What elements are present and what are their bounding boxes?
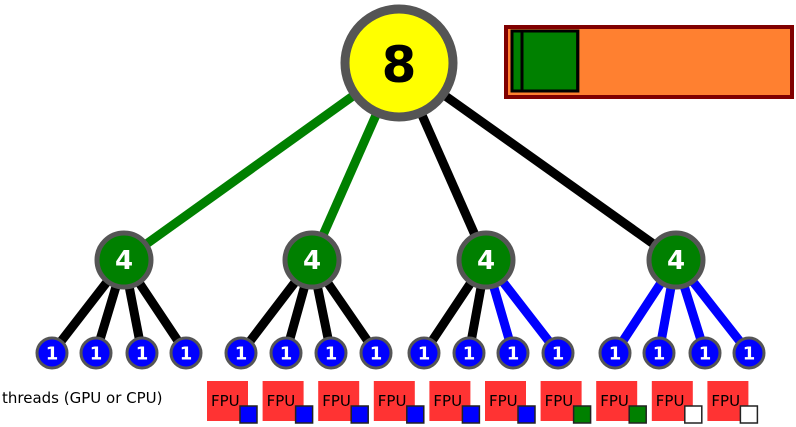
tree-nodes: 8 4 4 4 4 1 1 1 1 1 1 1 1 1 1 1 1 1 1 1 1 [35,4,766,370]
fpu-status-square [294,405,314,424]
leaf-node-label: 1 [743,344,756,365]
fpu-status-square [461,405,481,424]
leaf-node [642,336,676,370]
fpu-label: FPU [267,392,296,410]
fpu-unit: FPU [707,381,759,424]
leaf-node [359,336,393,370]
fpu-unit: FPU [596,381,647,424]
mid-node-label: 4 [115,246,133,276]
fpu-status-square [406,405,425,424]
fpu-unit: FPU [540,381,592,424]
fpu-row: FPU FPU FPU FPU FPU FPU FPU FPU FPU FPU [207,381,759,424]
fpu-label: FPU [656,392,685,410]
leaf-node-label: 1 [653,344,666,365]
leaf-node-label: 1 [552,344,565,365]
mid-node-4 [646,230,706,290]
fpu-label: FPU [545,392,574,410]
fpu-status-square [628,405,647,424]
leaf-node-label: 1 [609,344,622,365]
fpu-label: FPU [489,392,518,410]
leaf-node [496,336,530,370]
fpu-label: FPU [211,392,240,410]
leaf-node [598,336,632,370]
leaf-node-label: 1 [136,344,149,365]
fpu-label: FPU [600,392,629,410]
fpu-status-square [739,405,759,424]
leaf-node [79,336,113,370]
fpu-label: FPU [322,392,351,410]
leaf-node-label: 1 [325,344,338,365]
leaf-node-label: 1 [235,344,248,365]
fpu-unit: FPU [651,381,703,424]
leaf-node-label: 1 [280,344,293,365]
leaf-node [269,336,303,370]
mid-node-label: 4 [303,246,321,276]
fpu-status-square [517,405,536,424]
fpu-unit: FPU [262,381,314,424]
fpu-unit: FPU [485,381,536,424]
leaf-node [169,336,203,370]
fpu-status-square [684,405,703,424]
fpu-unit: FPU [318,381,369,424]
fpu-unit: FPU [429,381,481,424]
leaf-node-label: 1 [418,344,431,365]
mid-node-3 [456,230,516,290]
fpu-label: FPU [378,392,407,410]
leaf-node [125,336,159,370]
leaf-node [688,336,722,370]
leaf-node-label: 1 [90,344,103,365]
leaf-node-label: 1 [507,344,520,365]
leaf-node-label: 1 [180,344,193,365]
leaf-node [314,336,348,370]
fpu-unit: FPU [207,381,258,424]
root-node [340,4,458,122]
mid-node-2 [282,230,342,290]
leaf-node [407,336,441,370]
fpu-status-square [350,405,369,424]
fpu-status-square [572,405,592,424]
fpu-label: FPU [711,392,740,410]
leaf-node [452,336,486,370]
fpu-unit: FPU [373,381,425,424]
root-node-label: 8 [382,36,417,94]
mid-node-label: 4 [477,246,495,276]
leaf-node [224,336,258,370]
fpu-status-square [239,405,258,424]
leaf-node [732,336,766,370]
leaf-node-label: 1 [463,344,476,365]
progress-fill-inner [520,29,580,93]
leaf-node [35,336,69,370]
fpu-label: FPU [433,392,462,410]
leaf-node-label: 1 [699,344,712,365]
mid-node-1 [94,230,154,290]
mid-node-label: 4 [667,246,685,276]
leaf-node-label: 1 [46,344,59,365]
leaf-node [541,336,575,370]
leaf-node-label: 1 [370,344,383,365]
threads-label: threads (GPU or CPU) [2,389,163,407]
progress-bar [504,25,794,99]
